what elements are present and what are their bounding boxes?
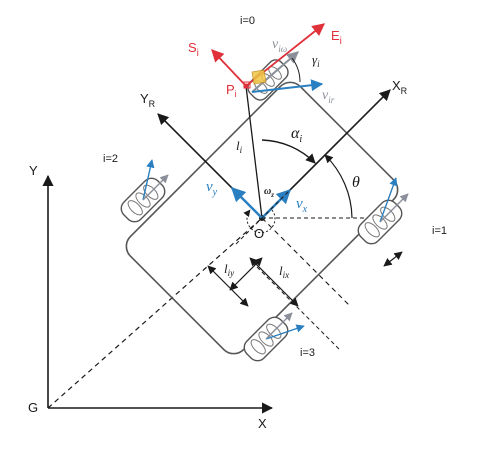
wheel-1-label: i=1 <box>432 225 447 237</box>
robot-y-label: YR <box>140 91 156 109</box>
theta-arc <box>324 154 353 219</box>
alpha-label: αi <box>291 125 302 145</box>
pi-label: Pi <box>226 82 237 99</box>
center-label: O <box>254 226 264 241</box>
si-label: Si <box>188 40 199 59</box>
wheel-1-motion <box>383 251 403 267</box>
v-iw-label: viω <box>272 37 287 54</box>
wheel-arrows <box>142 159 409 340</box>
v-ir-label: vir <box>322 88 335 105</box>
omega-label: ωz <box>264 186 274 199</box>
vy-label: vy <box>206 179 218 198</box>
si-axis <box>211 49 247 87</box>
global-y-label: Y <box>29 163 38 178</box>
global-frame: Y X G <box>28 163 274 431</box>
alpha-arc <box>261 139 316 164</box>
v-iw-arrow <box>251 51 299 93</box>
robot-x-axis-extension <box>261 217 351 307</box>
wheel-offsets: liy lix <box>207 149 341 351</box>
gamma-arc <box>291 57 301 83</box>
wheel-3-label: i=3 <box>300 347 315 359</box>
wheel-0-label: i=0 <box>240 15 255 27</box>
omega-arc <box>243 209 276 234</box>
robot-x-label: XR <box>392 78 408 96</box>
wheel-2-label: i=2 <box>103 153 118 165</box>
wheel-0-frame: Pi Si Ei viω vir γi <box>188 23 342 105</box>
vy-arrow <box>230 186 263 219</box>
distance-line-li <box>245 85 263 219</box>
ei-label: Ei <box>331 28 342 47</box>
lix-arrow <box>249 257 299 307</box>
lix-label: lix <box>279 263 289 280</box>
position-vector <box>47 217 263 409</box>
theta-label: θ <box>352 174 360 191</box>
vx-label: vx <box>296 196 308 215</box>
liy-arrow <box>207 265 249 307</box>
global-origin-label: G <box>28 400 38 415</box>
v-ir-arrow <box>251 79 324 93</box>
li-label: li <box>236 138 243 155</box>
liy-label: liy <box>224 261 234 278</box>
point-pi <box>243 83 249 89</box>
wheel-0-contact <box>251 69 267 85</box>
global-x-label: X <box>258 416 267 431</box>
gamma-label: γi <box>312 52 320 69</box>
